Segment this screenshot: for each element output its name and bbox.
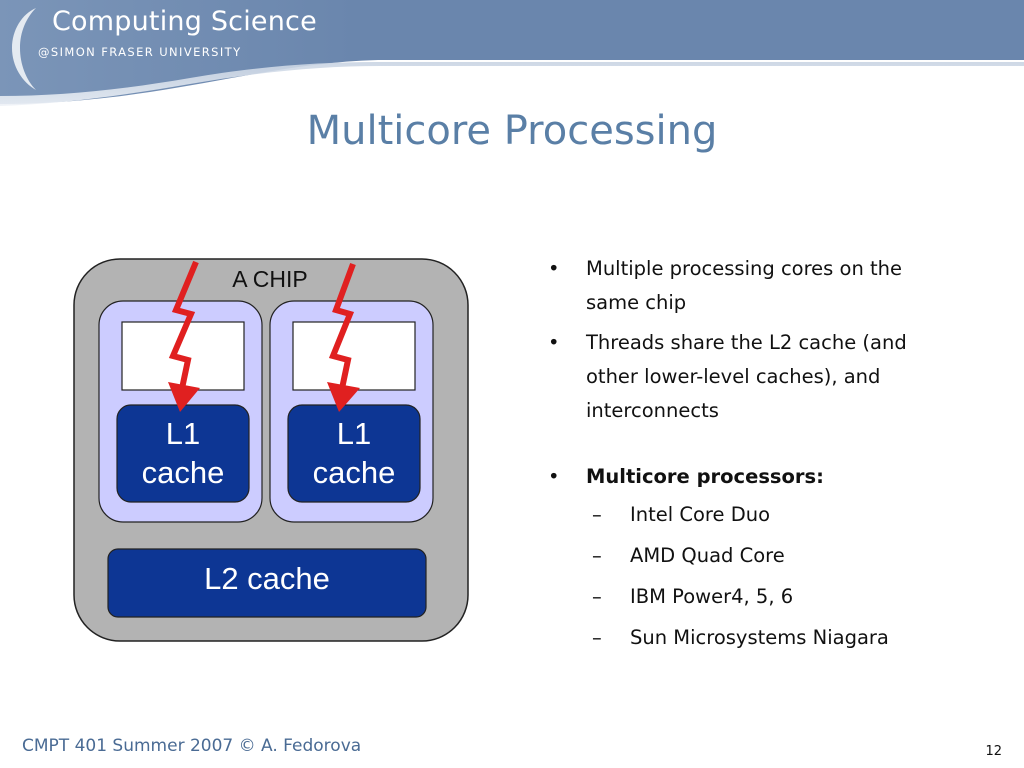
lightning-arrow-icon — [328, 262, 356, 399]
sub-bullet-text: Sun Microsystems Niagara — [630, 626, 889, 649]
bullet-mark: • — [548, 257, 560, 280]
bullet-item: • Multicore processors: — [548, 460, 988, 494]
bullet-item: • Multiple processing cores on the same … — [548, 252, 988, 320]
sub-bullet-item: – AMD Quad Core — [548, 535, 988, 576]
sub-bullet-item: – Sun Microsystems Niagara — [548, 617, 988, 658]
l2-cache-label: L2 cache — [204, 561, 330, 596]
brand-subtitle: @SIMON FRASER UNIVERSITY — [38, 45, 242, 59]
l1-cache-label-line1: L1 — [165, 416, 201, 451]
lightning-arrow-icon — [168, 260, 199, 399]
l1-cache-label-line2: cache — [312, 455, 396, 490]
footer-course-credit: CMPT 401 Summer 2007 © A. Fedorova — [22, 736, 362, 756]
bullet-mark: • — [548, 331, 560, 354]
bullet-list: • Multiple processing cores on the same … — [548, 252, 988, 658]
slide-title: Multicore Processing — [306, 108, 718, 154]
sub-bullet-item: – Intel Core Duo — [548, 494, 988, 535]
bullet-text: Threads share the L2 cache (and other lo… — [586, 331, 907, 422]
sub-bullet-mark: – — [592, 585, 602, 608]
sub-bullet-item: – IBM Power4, 5, 6 — [548, 576, 988, 617]
bullet-mark: • — [548, 465, 560, 488]
register-box-right — [292, 321, 416, 391]
bullet-item: • Threads share the L2 cache (and other … — [548, 326, 988, 428]
lightning-arrowhead-left — [168, 382, 200, 412]
page-number: 12 — [985, 744, 1002, 759]
l1-cache-label-right: L1 cache — [292, 414, 416, 492]
sub-bullet-mark: – — [592, 503, 602, 526]
header-banner: Computing Science @SIMON FRASER UNIVERSI… — [0, 0, 1024, 110]
l1-cache-box-right — [287, 404, 421, 503]
bullet-text: Multiple processing cores on the same ch… — [586, 257, 903, 314]
bullet-text-bold: Multicore processors: — [586, 465, 824, 488]
l2-cache-box — [107, 548, 427, 618]
l1-cache-label-left: L1 cache — [121, 414, 245, 492]
l1-cache-label-line1: L1 — [336, 416, 372, 451]
chip-label: A CHIP — [232, 266, 308, 292]
sub-bullet-mark: – — [592, 626, 602, 649]
sub-bullet-mark: – — [592, 544, 602, 567]
brand-title: Computing Science — [52, 6, 317, 37]
sub-bullet-text: IBM Power4, 5, 6 — [630, 585, 794, 608]
banner-graphic — [0, 0, 1024, 106]
l1-cache-label-line2: cache — [141, 455, 225, 490]
lightning-arrowhead-right — [327, 382, 360, 412]
sub-bullet-text: Intel Core Duo — [630, 503, 771, 526]
sub-bullet-text: AMD Quad Core — [630, 544, 785, 567]
